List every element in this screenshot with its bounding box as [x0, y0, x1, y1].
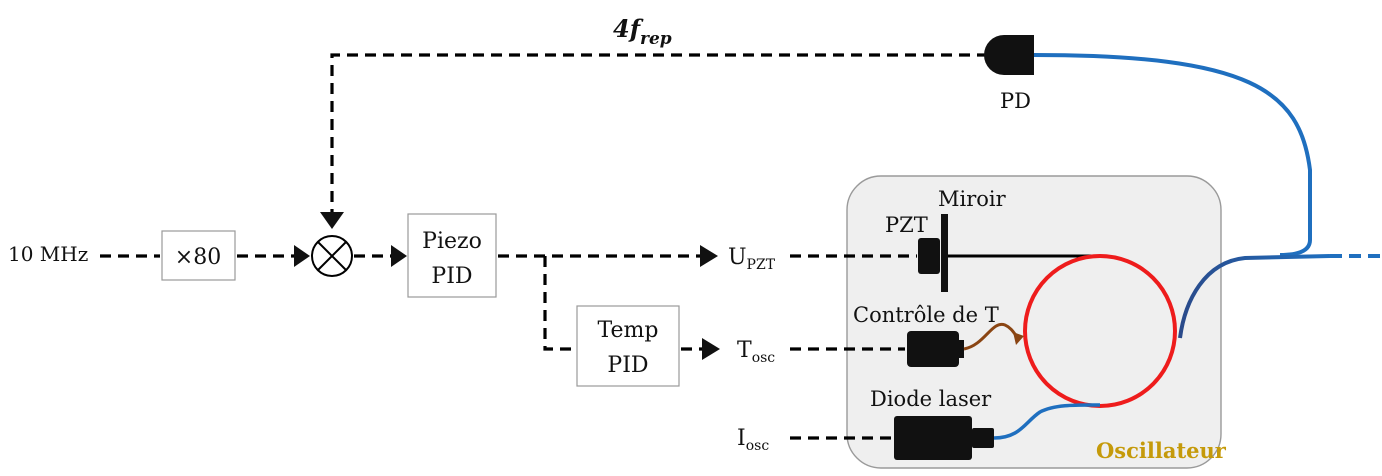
- multiplier-box: [161, 230, 236, 281]
- diode-fiber: [993, 403, 1101, 440]
- photodiode-label: PD: [1000, 89, 1031, 113]
- multiplier-label: ×80: [175, 245, 221, 270]
- piezo-pid-line2: PID: [431, 264, 472, 289]
- tosc-label: Tosc: [737, 338, 775, 366]
- mixer-icon: [311, 235, 353, 277]
- fiber-pd: [1033, 53, 1312, 257]
- mixer-arrowhead: [294, 245, 310, 267]
- mirror-icon: [941, 214, 948, 292]
- temp-control-label: Contrôle de T: [853, 303, 999, 327]
- tosc-arrowhead: [702, 338, 720, 360]
- oscillator-label: Oscillateur: [1096, 438, 1227, 463]
- piezo-pid-line1: Piezo: [422, 229, 482, 254]
- input-label: 10 MHz: [8, 242, 88, 266]
- temp-pid-box: [576, 305, 680, 387]
- temp-pid-line2: PID: [607, 353, 648, 378]
- oscillator-panel: [846, 175, 1222, 469]
- piezo-pid-box: [407, 213, 497, 298]
- temp-control-tip: [959, 340, 964, 358]
- diode-label: Diode laser: [870, 387, 992, 411]
- branch-to-temp-line: [543, 256, 575, 351]
- diode-icon: [894, 416, 972, 460]
- feedback-arrowhead: [320, 212, 344, 229]
- upzt-arrowhead: [700, 245, 718, 267]
- diode-tip: [972, 428, 994, 448]
- pzt-label: PZT: [885, 213, 928, 237]
- temp-pid-line1: Temp: [598, 318, 659, 343]
- thermal-arrowhead: [1013, 332, 1024, 345]
- upzt-label: UPZT: [728, 245, 776, 273]
- pzt-icon: [918, 238, 940, 274]
- temp-control-icon: [907, 331, 959, 367]
- iosc-label: Iosc: [737, 426, 769, 454]
- feedback-line: [330, 53, 988, 212]
- mirror-label: Miroir: [938, 187, 1007, 211]
- fiber-ring: [1178, 254, 1331, 339]
- rep-frequency-label: 4frep: [613, 14, 672, 49]
- piezo-arrowhead: [391, 245, 407, 267]
- photodiode-icon: [984, 35, 1034, 75]
